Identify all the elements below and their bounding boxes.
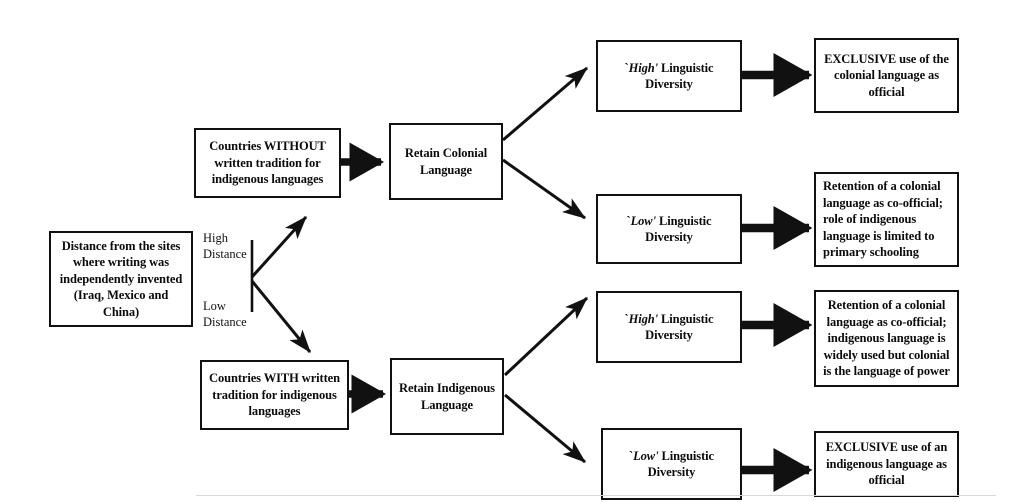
quote-close-glyph: ' — [654, 60, 658, 75]
connector-colonial-to-low-diversity — [502, 158, 586, 220]
node-outcome-exclusive-indigenous-label: EXCLUSIVE use of an indigenous language … — [825, 440, 948, 488]
connector-branch-high-distance — [250, 215, 308, 279]
node-retain-colonial-language[interactable]: Retain Colonial Language — [389, 123, 503, 200]
node-high-linguistic-diversity-1-label: `High' Linguistic Diversity — [605, 60, 733, 93]
node-countries-without-writing-label: Countries WITHOUT written tradition for … — [209, 139, 326, 187]
diversity-rest-text: Linguistic Diversity — [645, 213, 712, 245]
node-retain-colonial-language-label: Retain Colonial Language — [404, 146, 488, 177]
node-retain-indigenous-language-label: Retain Indigenous Language — [399, 381, 495, 412]
quote-open-glyph: ` — [624, 311, 629, 326]
diversity-rest-text: Linguistic Diversity — [645, 311, 714, 343]
connector-colonial-to-high-diversity — [502, 66, 588, 142]
diversity-rest-text: Linguistic Diversity — [645, 60, 714, 92]
branch-label-low-distance: Low Distance — [203, 299, 247, 329]
branch-label-high-distance: High Distance — [203, 231, 247, 261]
node-outcome-exclusive-colonial-label: EXCLUSIVE use of the colonial language a… — [824, 51, 949, 99]
node-low-linguistic-diversity-2[interactable]: `Low' Linguistic Diversity — [601, 428, 742, 500]
node-outcome-exclusive-colonial[interactable]: EXCLUSIVE use of the colonial language a… — [814, 38, 959, 113]
node-outcome-colonial-co-official-power-label: Retention of a colonial language as co-o… — [823, 298, 950, 379]
node-root-distance-label: Distance from the sites where writing wa… — [59, 238, 183, 319]
diversity-rest-text: Linguistic Diversity — [647, 448, 714, 480]
quote-close-glyph: ' — [655, 448, 659, 463]
node-outcome-colonial-co-official-primary-label: Retention of a colonial language as co-o… — [823, 179, 943, 260]
node-root-distance[interactable]: Distance from the sites where writing wa… — [49, 231, 193, 327]
connector-indigenous-to-low-diversity — [504, 393, 586, 464]
node-outcome-colonial-co-official-primary[interactable]: Retention of a colonial language as co-o… — [814, 172, 959, 267]
quote-open-glyph: ` — [626, 213, 631, 228]
node-low-linguistic-diversity-1[interactable]: `Low' Linguistic Diversity — [596, 194, 742, 264]
quote-open-glyph: ` — [629, 448, 634, 463]
node-high-linguistic-diversity-2-label: `High' Linguistic Diversity — [605, 311, 733, 344]
node-outcome-colonial-co-official-power[interactable]: Retention of a colonial language as co-o… — [814, 290, 959, 387]
quote-close-glyph: ' — [654, 311, 658, 326]
quote-close-glyph: ' — [652, 213, 656, 228]
emphasis-word: High — [628, 311, 655, 326]
emphasis-word: High — [628, 60, 655, 75]
emphasis-word: Low — [630, 213, 653, 228]
quote-open-glyph: ` — [624, 60, 629, 75]
node-low-linguistic-diversity-2-label: `Low' Linguistic Diversity — [610, 448, 733, 481]
node-countries-without-writing[interactable]: Countries WITHOUT written tradition for … — [194, 128, 341, 198]
node-countries-with-writing-label: Countries WITH written tradition for ind… — [209, 371, 340, 419]
node-low-linguistic-diversity-1-label: `Low' Linguistic Diversity — [605, 213, 733, 246]
node-countries-with-writing[interactable]: Countries WITH written tradition for ind… — [200, 360, 349, 430]
node-high-linguistic-diversity-2[interactable]: `High' Linguistic Diversity — [596, 291, 742, 363]
node-retain-indigenous-language[interactable]: Retain Indigenous Language — [390, 358, 504, 435]
connector-branch-low-distance — [250, 280, 312, 353]
emphasis-word: Low — [633, 448, 656, 463]
node-high-linguistic-diversity-1[interactable]: `High' Linguistic Diversity — [596, 40, 742, 112]
node-outcome-exclusive-indigenous[interactable]: EXCLUSIVE use of an indigenous language … — [814, 431, 959, 497]
bottom-rule — [196, 495, 996, 496]
connector-indigenous-to-high-diversity — [503, 296, 589, 377]
